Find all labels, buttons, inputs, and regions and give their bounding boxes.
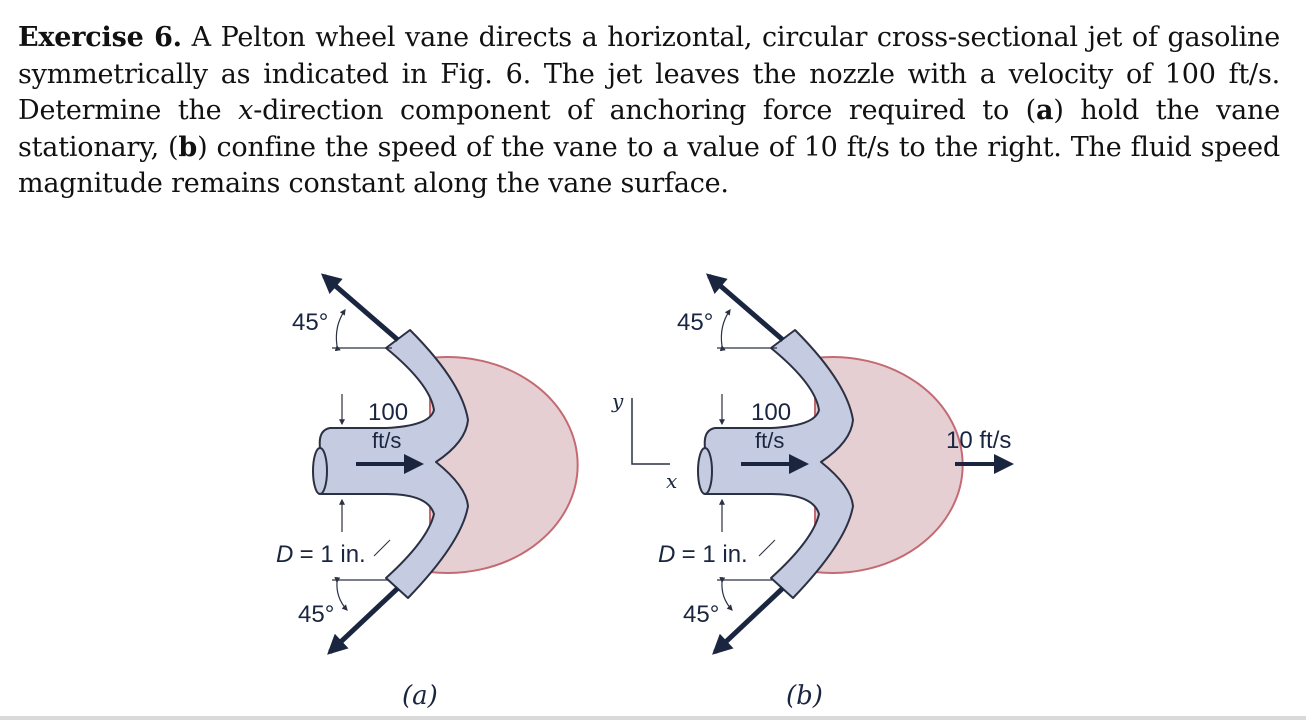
caption-a: (a) — [402, 681, 438, 711]
axis-label-y: y — [611, 389, 624, 413]
problem-text-3: ) hold the vane stationary, ( — [18, 95, 1280, 163]
velocity-label-value: 100 — [751, 399, 791, 426]
angle-arc-bottom — [334, 577, 348, 611]
outflow-arrow-bottom — [712, 586, 785, 655]
angle-arc-top — [334, 309, 346, 352]
vane-speed-label: 10 ft/s — [946, 427, 1011, 454]
coordinate-axes — [631, 398, 670, 465]
problem-statement: Exercise 6. A Pelton wheel vane directs … — [18, 20, 1280, 203]
diameter-label-var: D — [658, 541, 675, 568]
diameter-leader — [758, 539, 776, 557]
velocity-label-unit: ft/s — [372, 428, 401, 453]
angle-label-bottom: 45° — [298, 601, 334, 628]
exercise-heading: Exercise 6. — [18, 22, 182, 53]
diameter-label-value: = 1 in. — [293, 541, 366, 568]
angle-arc-bottom — [719, 577, 733, 611]
diameter-label-value: = 1 in. — [675, 541, 748, 568]
panel-a: 45° 45° 100 ft/s D = 1 in. (a) — [276, 273, 579, 711]
part-b-label: b — [178, 131, 198, 163]
problem-text-1: A Pelton wheel vane directs a horizontal… — [18, 22, 1280, 126]
velocity-label-value: 100 — [368, 399, 408, 426]
outflow-arrow-bottom — [327, 586, 400, 655]
angle-arc-top — [719, 309, 731, 352]
bottom-divider — [0, 716, 1306, 720]
velocity-label-unit: ft/s — [755, 428, 784, 453]
axis-label-x: x — [666, 469, 677, 493]
angle-label-top: 45° — [292, 309, 328, 336]
caption-b: (b) — [786, 681, 823, 711]
jet-nozzle-end — [312, 447, 328, 495]
outflow-arrow-top — [705, 273, 785, 342]
part-a-label: a — [1036, 95, 1054, 126]
angle-label-bottom: 45° — [683, 601, 719, 628]
math-variable-x: x — [238, 95, 254, 126]
problem-text-4: ) confine the speed of the vane to a val… — [18, 131, 1280, 200]
outflow-arrow-top — [320, 273, 400, 342]
diameter-leader — [373, 539, 391, 557]
problem-text-2: -direction component of anchoring force … — [253, 95, 1037, 126]
diameter-label-var: D — [276, 541, 293, 568]
panel-b: 45° 45° 100 ft/s D = 1 in. 10 ft/s y x (… — [611, 273, 1014, 711]
jet-nozzle-end — [697, 447, 713, 495]
angle-label-top: 45° — [677, 309, 713, 336]
